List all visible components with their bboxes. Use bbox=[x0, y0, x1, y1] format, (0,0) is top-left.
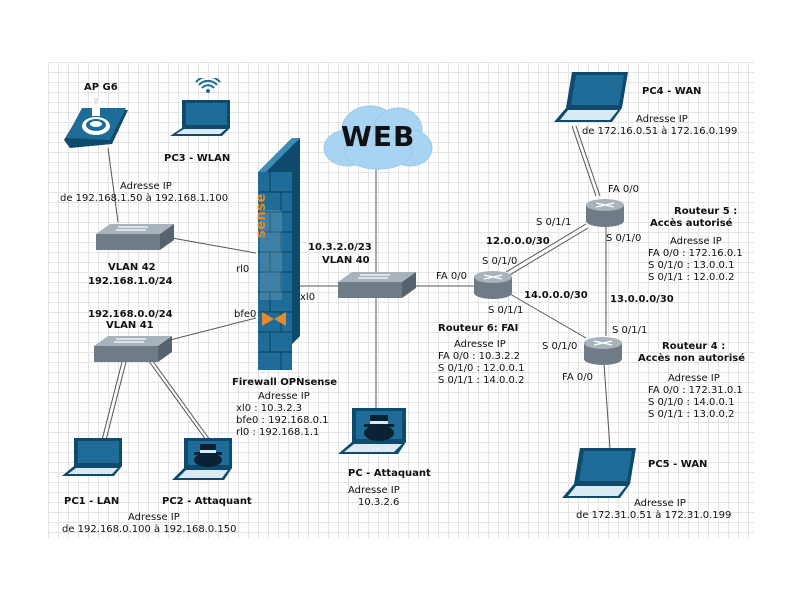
router5-title-1: Routeur 5 : bbox=[674, 206, 738, 217]
ap-ip-range: de 192.168.1.50 à 192.168.1.100 bbox=[60, 193, 229, 204]
link-pc4-router5 bbox=[571, 125, 597, 197]
router5-if-s011: S 0/1/1 bbox=[536, 217, 572, 228]
router6-ip-header: Adresse IP bbox=[454, 339, 506, 350]
pc4-title: PC4 - WAN bbox=[642, 86, 702, 97]
router5-ip-header: Adresse IP bbox=[670, 236, 722, 247]
pc-attaquant-title: PC - Attaquant bbox=[348, 468, 431, 479]
pc1-title: PC1 - LAN bbox=[64, 496, 120, 507]
lan-ip-range: de 192.168.0.100 à 192.168.0.150 bbox=[62, 524, 237, 535]
web-cloud bbox=[318, 100, 434, 172]
web-label: WEB bbox=[341, 120, 416, 153]
router4-title-1: Routeur 4 : bbox=[662, 341, 726, 352]
fw-if-xl0: xl0 bbox=[300, 292, 316, 303]
router6-if-s011: S 0/1/1 bbox=[488, 305, 524, 316]
router4-title-2: Accès non autorisé bbox=[638, 353, 746, 364]
pc-attaquant-ip-header: Adresse IP bbox=[348, 485, 400, 496]
opnsense-logo-text: sense bbox=[254, 193, 269, 238]
vlan42-subnet: 192.168.1.0/24 bbox=[88, 276, 173, 287]
pc3-title: PC3 - WLAN bbox=[164, 153, 231, 164]
router6-title: Routeur 6: FAI bbox=[438, 323, 519, 334]
vlan40-switch-icon bbox=[338, 270, 418, 300]
router4-if-fa00: FA 0/0 bbox=[562, 372, 593, 383]
router6-ip-2: S 0/1/1 : 14.0.0.2 bbox=[438, 375, 525, 386]
firewall-ip-2: rl0 : 192.168.1.1 bbox=[236, 427, 320, 438]
net14-label: 14.0.0.0/30 bbox=[524, 290, 588, 301]
router6-ip-0: FA 0/0 : 10.3.2.2 bbox=[438, 351, 521, 362]
fw-if-rl0: rl0 bbox=[236, 264, 250, 275]
router4-icon bbox=[582, 334, 624, 366]
vlan41-title: VLAN 41 bbox=[106, 320, 154, 331]
pc2-title: PC2 - Attaquant bbox=[162, 496, 252, 507]
firewall-device bbox=[254, 136, 300, 372]
link-vlan42-firewall bbox=[171, 237, 257, 254]
vlan42-title: VLAN 42 bbox=[108, 262, 156, 273]
router4-if-s010: S 0/1/0 bbox=[542, 341, 578, 352]
router5-if-fa00: FA 0/0 bbox=[608, 184, 639, 195]
firewall-title: Firewall OPNsense bbox=[232, 377, 338, 388]
hacker-icon bbox=[194, 444, 222, 467]
vlan41-switch-icon bbox=[94, 334, 174, 364]
link-vlan41-firewall bbox=[169, 317, 257, 341]
link-vlan41-pc1 bbox=[101, 361, 123, 441]
link-ap-vlan42 bbox=[107, 147, 119, 223]
link-router6-router5 bbox=[505, 223, 587, 273]
router5-ip-1: S 0/1/0 : 13.0.0.1 bbox=[648, 260, 735, 271]
router5-ip-0: FA 0/0 : 172.16.0.1 bbox=[648, 248, 743, 259]
firewall-ip-header: Adresse IP bbox=[258, 391, 310, 402]
pc2-attacker-laptop-icon bbox=[170, 438, 240, 484]
router5-title-2: Accès autorisé bbox=[650, 218, 733, 229]
firewall-ip-1: bfe0 : 192.168.0.1 bbox=[236, 415, 329, 426]
pc5-ip-range: de 172.31.0.51 à 172.31.0.199 bbox=[576, 510, 732, 521]
pc3-laptop-icon bbox=[168, 75, 238, 140]
pc1-laptop-icon bbox=[60, 438, 130, 480]
vlan40-subnet: 10.3.2.0/23 bbox=[308, 242, 372, 253]
vlan41-subnet: 192.168.0.0/24 bbox=[88, 309, 173, 320]
pc4-laptop-icon bbox=[552, 72, 632, 126]
router5-ip-2: S 0/1/1 : 12.0.0.2 bbox=[648, 272, 735, 283]
router4-ip-1: S 0/1/0 : 14.0.0.1 bbox=[648, 397, 735, 408]
net13-label: 13.0.0.0/30 bbox=[610, 294, 674, 305]
pc5-title: PC5 - WAN bbox=[648, 459, 708, 470]
router4-ip-0: FA 0/0 : 172.31.0.1 bbox=[648, 385, 743, 396]
lan-ip-header: Adresse IP bbox=[128, 512, 180, 523]
router6-if-s010: S 0/1/0 bbox=[482, 256, 518, 267]
firewall-ip-0: xl0 : 10.3.2.3 bbox=[236, 403, 303, 414]
ap-title: AP G6 bbox=[84, 82, 118, 93]
link-router6-router4 bbox=[509, 293, 587, 339]
vlan40-title: VLAN 40 bbox=[322, 255, 370, 266]
wifi-icon bbox=[195, 75, 221, 89]
router6-icon bbox=[472, 268, 514, 300]
pc4-ip-header: Adresse IP bbox=[636, 114, 688, 125]
ap-ip-header: Adresse IP bbox=[120, 181, 172, 192]
pc-attaquant-laptop-icon bbox=[336, 408, 416, 458]
pc-attaquant-ip: 10.3.2.6 bbox=[358, 497, 400, 508]
router5-icon bbox=[584, 196, 626, 228]
vlan42-switch-icon bbox=[96, 222, 176, 252]
pc4-ip-range: de 172.16.0.51 à 172.16.0.199 bbox=[582, 126, 738, 137]
hacker-icon bbox=[364, 415, 394, 441]
pc5-laptop-icon bbox=[560, 448, 640, 502]
router6-ip-1: S 0/1/0 : 12.0.0.1 bbox=[438, 363, 525, 374]
net12-label: 12.0.0.0/30 bbox=[486, 236, 550, 247]
pc5-ip-header: Adresse IP bbox=[634, 498, 686, 509]
fw-if-bfe0: bfe0 bbox=[234, 309, 257, 320]
router5-if-s010: S 0/1/0 bbox=[606, 233, 642, 244]
opnsense-logo-mark bbox=[262, 312, 286, 326]
router4-ip-2: S 0/1/1 : 13.0.0.2 bbox=[648, 409, 735, 420]
router4-ip-header: Adresse IP bbox=[668, 373, 720, 384]
link-vlan41-pc2 bbox=[147, 359, 207, 441]
router6-if-fa00: FA 0/0 bbox=[436, 271, 467, 282]
access-point-icon bbox=[64, 96, 130, 152]
link-router4-pc5 bbox=[603, 363, 611, 449]
router4-if-s011: S 0/1/1 bbox=[612, 325, 648, 336]
